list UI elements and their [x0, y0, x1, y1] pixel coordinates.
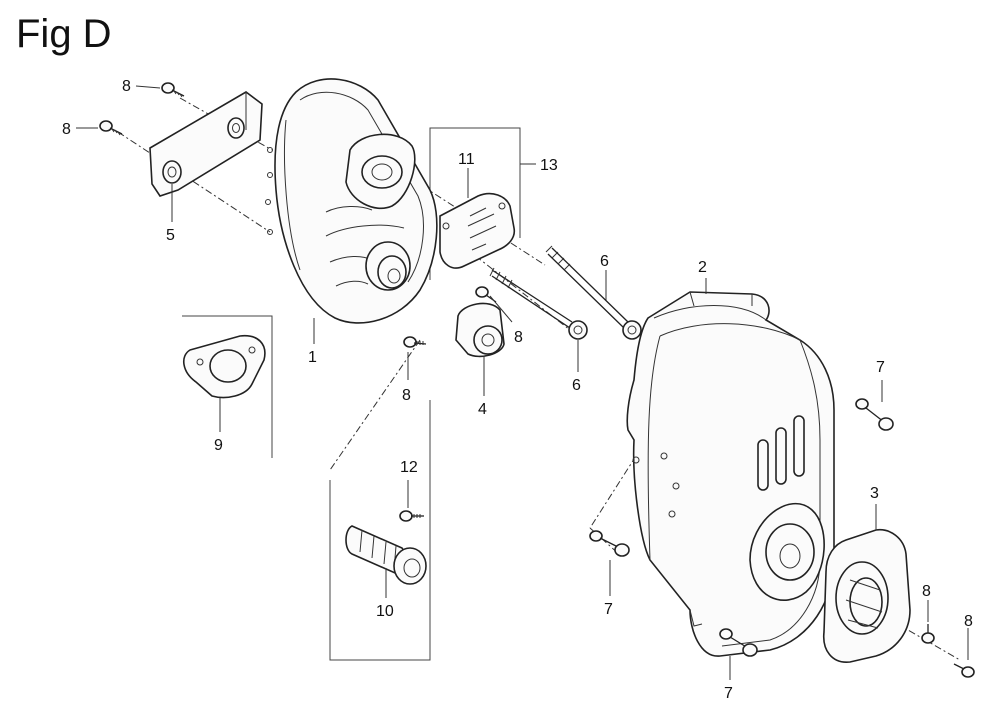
callout-4: 4 — [478, 401, 487, 418]
callout-labels: 1 2 3 4 5 6 6 7 7 7 8 8 8 8 8 8 9 10 11 … — [62, 78, 973, 702]
screw-icon[interactable] — [99, 120, 123, 136]
muffler-cover-icon[interactable] — [626, 278, 835, 657]
callout-8: 8 — [122, 78, 131, 95]
callout-8: 8 — [964, 613, 973, 630]
spark-arrester-icon[interactable] — [823, 504, 911, 663]
bolt-icon[interactable] — [489, 267, 588, 372]
callout-2: 2 — [698, 259, 707, 276]
muffler-icon[interactable] — [265, 78, 438, 344]
spark-arrester-screen-icon[interactable] — [345, 525, 427, 598]
group-box-9 — [182, 315, 273, 458]
callout-8: 8 — [922, 583, 931, 600]
screw-icon[interactable] — [161, 82, 185, 98]
callout-5: 5 — [166, 227, 175, 244]
callout-8: 8 — [514, 329, 523, 346]
callout-6: 6 — [600, 253, 609, 270]
callout-7: 7 — [604, 601, 613, 618]
callout-3: 3 — [870, 485, 879, 502]
bolt-icon[interactable] — [719, 628, 758, 657]
callout-12: 12 — [400, 459, 418, 476]
screw-icon[interactable] — [399, 510, 424, 522]
group-box-10 — [329, 400, 431, 661]
callout-11: 11 — [458, 151, 475, 168]
bracket-icon[interactable] — [149, 91, 263, 222]
gasket-icon[interactable] — [183, 335, 266, 432]
callout-10: 10 — [376, 603, 394, 620]
screw-icon[interactable] — [921, 624, 935, 644]
callout-1: 1 — [308, 349, 317, 366]
screw-icon[interactable] — [953, 663, 975, 678]
joint-nut-icon[interactable] — [455, 302, 505, 396]
screw-icon[interactable] — [475, 286, 497, 303]
figure-title: Fig D — [16, 12, 112, 56]
bolt-icon[interactable] — [589, 530, 630, 557]
callout-6: 6 — [572, 377, 581, 394]
callout-8: 8 — [62, 121, 71, 138]
callout-7: 7 — [724, 685, 733, 702]
bolt-icon[interactable] — [855, 398, 894, 431]
screw-icon[interactable] — [403, 336, 427, 348]
callout-7: 7 — [876, 359, 885, 376]
deflector-icon[interactable] — [439, 168, 516, 269]
callout-13: 13 — [540, 157, 558, 174]
callout-9: 9 — [214, 437, 223, 454]
callout-8: 8 — [402, 387, 411, 404]
bolt-icon[interactable] — [545, 245, 642, 340]
